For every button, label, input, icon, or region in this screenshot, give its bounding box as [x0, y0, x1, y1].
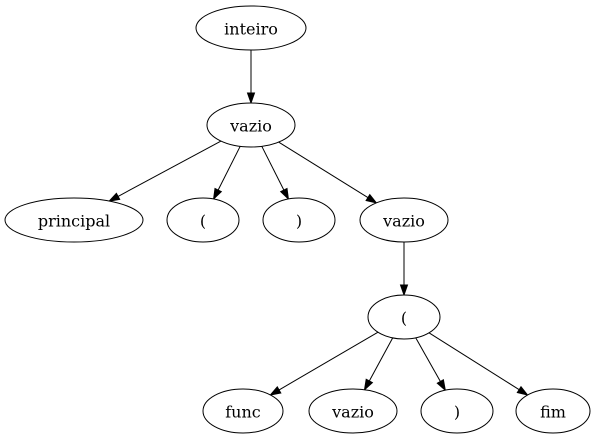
tree-edge-n1-n5	[278, 141, 378, 204]
tree-node: vazio	[359, 197, 449, 243]
edge-line	[261, 146, 285, 191]
tree-node: )	[420, 388, 494, 434]
tree-node: (	[367, 294, 441, 340]
node-label: principal	[38, 212, 110, 231]
edge-line	[278, 141, 369, 199]
tree-node: fim	[515, 388, 591, 434]
node-label: vazio	[229, 117, 272, 136]
edge-line	[217, 146, 241, 191]
arrowhead-icon	[436, 379, 447, 392]
tree-nodes: inteiro vazio principal () vazio ( func vazio) f…	[4, 5, 591, 434]
tree-edge-n6-n9	[415, 337, 447, 392]
arrowhead-icon	[365, 193, 378, 204]
node-ellipse	[202, 388, 284, 434]
tree-edge-n1-n2	[107, 140, 222, 202]
arrowhead-icon	[279, 187, 290, 201]
edge-line	[117, 140, 222, 197]
edge-line	[415, 337, 441, 382]
tree-edge-n1-n4	[261, 146, 290, 201]
node-ellipse	[262, 197, 336, 243]
tree-edges	[107, 50, 529, 396]
node-label: func	[225, 403, 261, 422]
arrowhead-icon	[516, 385, 529, 396]
node-label: vazio	[331, 403, 374, 422]
node-label: vazio	[382, 212, 425, 231]
tree-node: func	[202, 388, 284, 434]
node-label: )	[296, 212, 302, 231]
tree-edge-n6-n7	[269, 331, 379, 396]
node-label: (	[401, 309, 407, 328]
tree-node: vazio	[206, 102, 296, 148]
tree-edge-n6-n10	[428, 332, 529, 396]
arrowhead-icon	[246, 92, 256, 105]
node-ellipse	[420, 388, 494, 434]
tree-edge-n6-n8	[363, 337, 394, 392]
node-label: )	[454, 403, 460, 422]
arrowhead-icon	[107, 192, 121, 202]
node-ellipse	[308, 388, 398, 434]
node-ellipse	[4, 197, 144, 243]
node-ellipse	[166, 197, 240, 243]
node-ellipse	[195, 5, 307, 51]
tree-node: inteiro	[195, 5, 307, 51]
tree-node: vazio	[308, 388, 398, 434]
node-ellipse	[206, 102, 296, 148]
edge-line	[368, 337, 394, 382]
tree-node: )	[262, 197, 336, 243]
node-label: (	[200, 212, 206, 231]
arrowhead-icon	[363, 378, 374, 392]
arrowhead-icon	[212, 187, 223, 201]
tree-node: (	[166, 197, 240, 243]
node-label: fim	[540, 403, 566, 422]
tree-node: principal	[4, 197, 144, 243]
edge-line	[278, 331, 379, 391]
arrowhead-icon	[269, 386, 282, 396]
tree-edge-n1-n3	[212, 146, 241, 201]
node-label: inteiro	[224, 20, 278, 39]
tree-edge-n5-n6	[399, 242, 409, 297]
node-ellipse	[359, 197, 449, 243]
node-ellipse	[367, 294, 441, 340]
arrowhead-icon	[399, 284, 409, 297]
node-ellipse	[515, 388, 591, 434]
edge-line	[428, 332, 520, 391]
tree-edge-n0-n1	[246, 50, 256, 105]
